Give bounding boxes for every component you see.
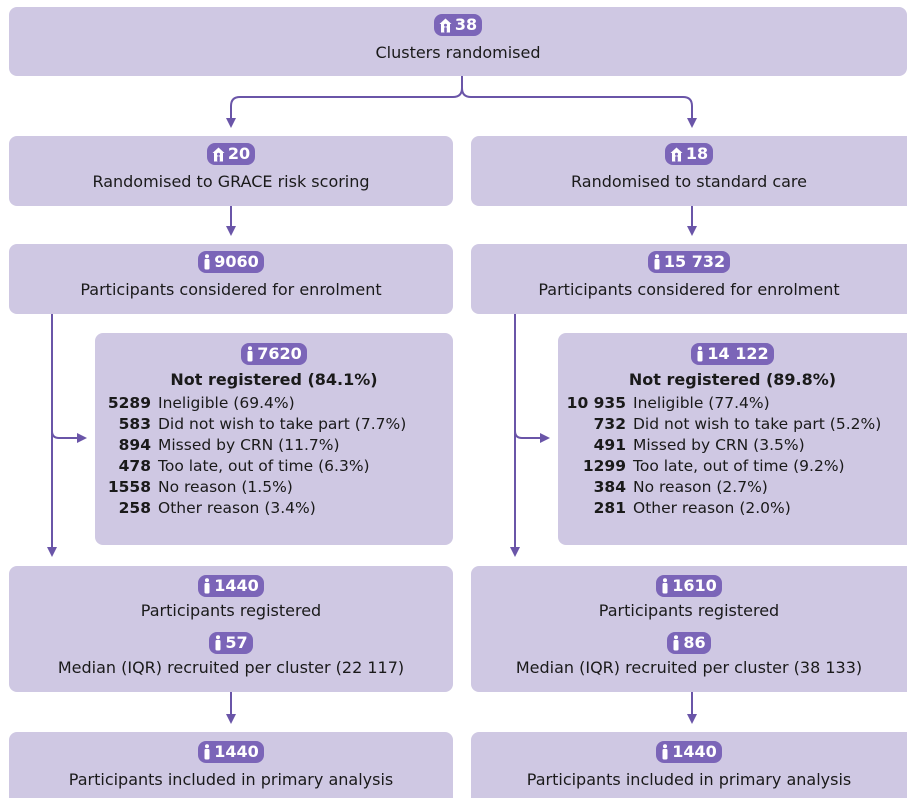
person-icon [215,635,221,651]
house-person-icon [439,18,452,32]
box-label: Participants registered [598,601,780,620]
registered-box-left: 1440 Participants registered 57 Median (… [9,566,453,692]
house-person-icon [670,147,683,161]
analysis-box-right: 1440 Participants included in primary an… [471,732,907,798]
split-connector [226,76,463,128]
standard-care-arm-box: 18 Randomised to standard care [471,136,907,206]
analysis-box-left: 1440 Participants included in primary an… [9,732,453,798]
participant-count-badge: 14 122 [691,343,774,365]
box-label: Randomised to standard care [571,172,807,191]
person-icon [654,254,660,270]
clusters-randomised-box: 38 Clusters randomised [9,7,907,76]
participant-count-badge: 9060 [198,251,264,273]
median-count-badge: 57 [209,632,253,654]
not-registered-title: Not registered (89.8%) [628,370,837,389]
participant-count-badge: 7620 [241,343,307,365]
participant-count-badge: 15 732 [647,251,731,273]
considered-box-right: 15 732 Participants considered for enrol… [471,244,907,314]
person-icon [662,578,668,594]
box-label: Clusters randomised [375,43,541,62]
person-icon [673,635,679,651]
participant-count-badge: 1440 [656,741,722,763]
box-label: Participants registered [140,601,322,620]
person-icon [204,578,210,594]
person-icon [204,254,210,270]
grace-arm-box: 20 Randomised to GRACE risk scoring [9,136,453,206]
participant-count-badge: 1610 [656,575,722,597]
person-icon [662,744,668,760]
box-label: Participants considered for enrolment [538,280,840,299]
median-label: Median (IQR) recruited per cluster (38 1… [515,658,863,677]
box-label: Participants included in primary analysi… [526,770,852,789]
not-registered-title: Not registered (84.1%) [170,370,378,389]
median-count-badge: 86 [667,632,711,654]
person-icon [247,346,253,362]
house-person-icon [212,147,225,161]
considered-box-left: 9060 Participants considered for enrolme… [9,244,453,314]
cluster-count-badge: 20 [206,143,256,165]
split-connector [461,87,697,128]
box-label: Randomised to GRACE risk scoring [92,172,370,191]
cluster-count-badge: 38 [433,14,483,36]
box-label: Participants included in primary analysi… [68,770,394,789]
person-icon [697,346,703,362]
registered-box-right: 1610 Participants registered 86 Median (… [471,566,907,692]
left-branch [51,430,87,443]
participant-count-badge: 1440 [198,575,264,597]
box-label: Participants considered for enrolment [80,280,382,299]
participant-count-badge: 1440 [198,741,264,763]
person-icon [204,744,210,760]
right-branch [514,430,550,443]
median-label: Median (IQR) recruited per cluster (22 1… [57,658,405,677]
cluster-count-badge: 18 [664,143,714,165]
